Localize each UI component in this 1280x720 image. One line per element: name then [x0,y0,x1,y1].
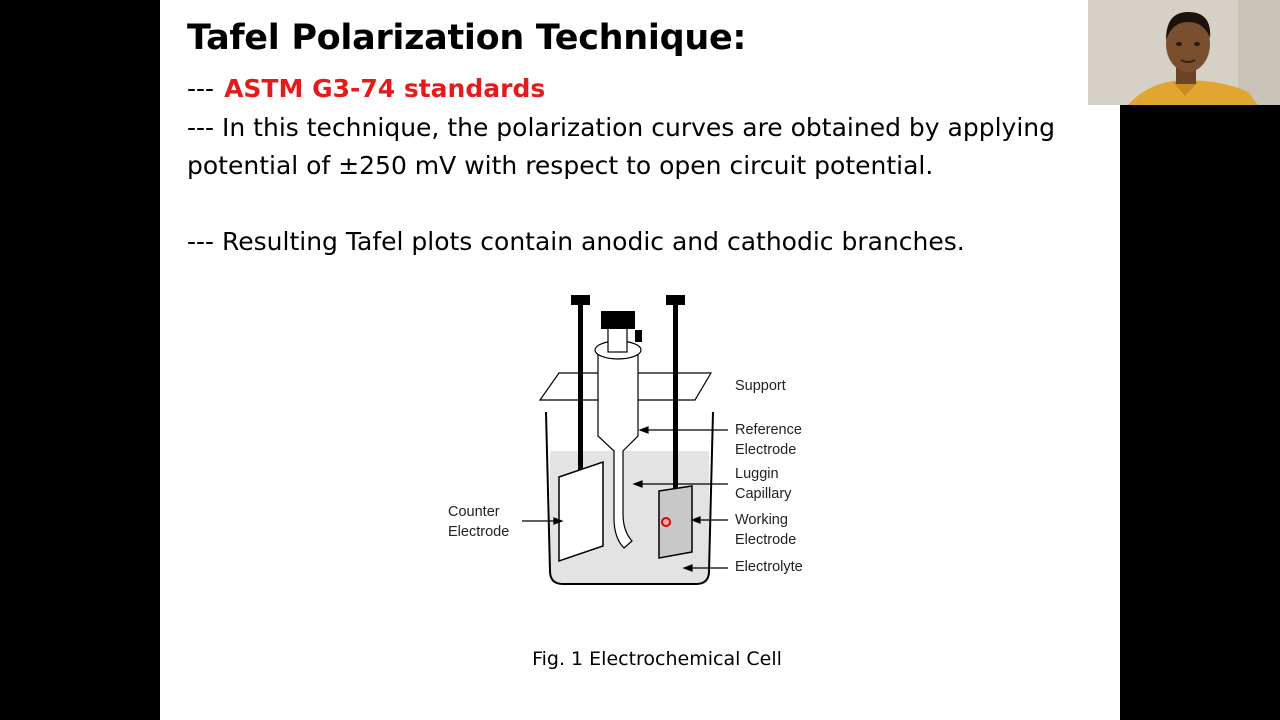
counter-rod [578,300,583,475]
label-counter-line1: Counter [448,504,500,520]
slide-title: Tafel Polarization Technique: [187,18,746,58]
label-reference-line2: Electrode [735,442,796,458]
counter-electrode-plate [559,462,603,561]
label-luggin-line1: Luggin [735,466,779,482]
reference-plug [635,330,642,342]
slide: Tafel Polarization Technique: --- ASTM G3… [160,0,1120,720]
label-counter-line2: Electrode [448,524,509,540]
label-luggin-line2: Capillary [735,486,792,502]
bullet-prefix: --- [187,74,214,103]
figure-caption: Fig. 1 Electrochemical Cell [160,648,1154,670]
reference-cap [601,311,635,329]
electrochemical-cell-diagram: Support Reference Electrode Luggin Capil… [440,286,840,596]
label-working-line1: Working [735,512,788,528]
bullet-technique: --- In this technique, the polarization … [187,109,1055,185]
label-electrolyte: Electrolyte [735,559,803,575]
working-rod [673,300,678,492]
presenter-video-icon [1088,0,1280,105]
reference-stem [608,326,627,352]
label-support: Support [735,378,786,394]
standard-text: ASTM G3-74 standards [224,74,545,103]
bullet-tafel-plots: --- Resulting Tafel plots contain anodic… [187,227,965,256]
presenter-webcam [1088,0,1280,105]
counter-cap [571,295,590,305]
label-reference-line1: Reference [735,422,802,438]
bullet-standard: --- ASTM G3-74 standards [187,74,545,103]
laser-pointer-dot [662,518,670,526]
label-working-line2: Electrode [735,532,796,548]
working-cap [666,295,685,305]
